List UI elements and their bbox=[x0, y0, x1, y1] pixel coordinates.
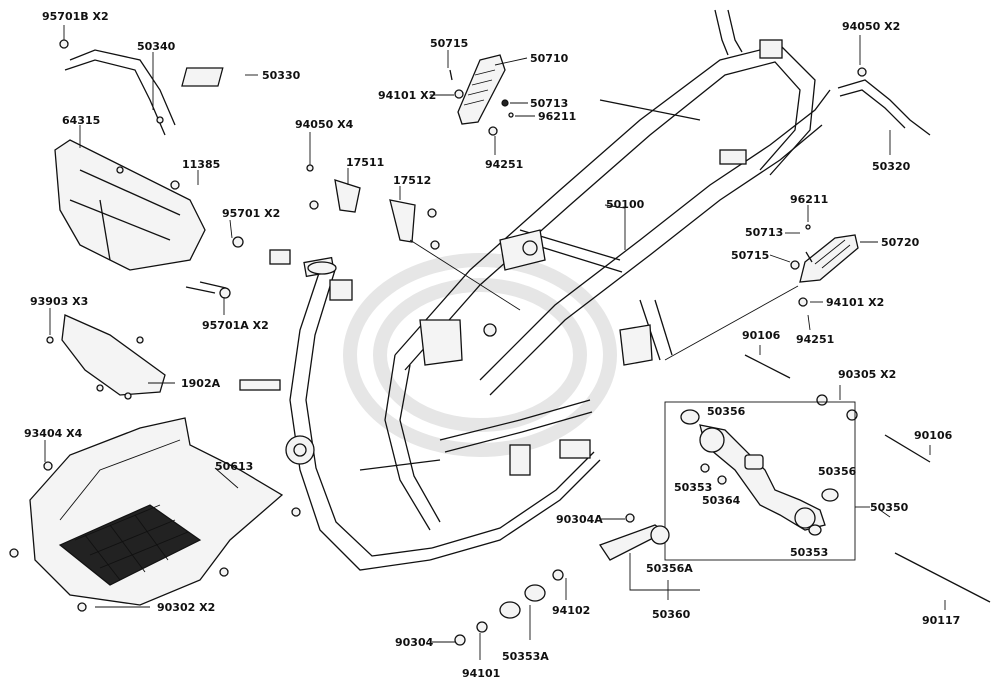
label-93903: 93903 X3 bbox=[30, 295, 88, 308]
label-50715-upper: 50715 bbox=[430, 37, 468, 50]
label-50353-bottom: 50353 bbox=[790, 546, 828, 559]
label-50713-lower: 50713 bbox=[745, 226, 783, 239]
label-11385: 11385 bbox=[182, 158, 220, 171]
label-50364: 50364 bbox=[702, 494, 741, 507]
label-95701B: 95701B X2 bbox=[42, 10, 109, 23]
label-95701A: 95701A X2 bbox=[202, 319, 269, 332]
label-1902A: 1902A bbox=[181, 377, 221, 390]
label-50356A: 50356A bbox=[646, 562, 693, 575]
label-90106-upper: 90106 bbox=[742, 329, 781, 342]
link-50360 bbox=[454, 513, 670, 646]
main-frame-50100 bbox=[239, 9, 831, 571]
label-plate-50330 bbox=[181, 67, 224, 87]
footrest-50710 bbox=[449, 54, 514, 136]
label-50613: 50613 bbox=[215, 460, 253, 473]
label-50330: 50330 bbox=[262, 69, 301, 82]
label-94050-x2: 94050 X2 bbox=[842, 20, 900, 33]
label-94102: 94102 bbox=[552, 604, 590, 617]
label-50100: 50100 bbox=[606, 198, 645, 211]
shaft-90106-upper bbox=[744, 354, 791, 379]
leader-lines bbox=[44, 25, 946, 660]
footrest-50720 bbox=[790, 224, 859, 307]
bracket-17511 bbox=[306, 164, 361, 213]
label-50360: 50360 bbox=[652, 608, 691, 621]
label-50320: 50320 bbox=[872, 160, 911, 173]
label-95701: 95701 X2 bbox=[222, 207, 280, 220]
label-94050-x4: 94050 X4 bbox=[295, 118, 354, 131]
label-90304: 90304 bbox=[395, 636, 434, 649]
shaft-90117 bbox=[894, 552, 991, 603]
label-94101-lower: 94101 X2 bbox=[826, 296, 884, 309]
bracket-64315 bbox=[54, 116, 206, 271]
label-50353-left: 50353 bbox=[674, 481, 712, 494]
floor-panel-50613 bbox=[9, 417, 301, 612]
label-90305: 90305 X2 bbox=[838, 368, 896, 381]
label-17511: 17511 bbox=[346, 156, 384, 169]
label-17512: 17512 bbox=[393, 174, 431, 187]
label-90304A: 90304A bbox=[556, 513, 603, 526]
bracket-17512 bbox=[389, 199, 440, 250]
label-90106-lower: 90106 bbox=[914, 429, 953, 442]
label-96211-lower: 96211 bbox=[790, 193, 828, 206]
label-50715-lower: 50715 bbox=[731, 249, 769, 262]
cover-1902A bbox=[46, 314, 166, 400]
label-64315: 64315 bbox=[62, 114, 100, 127]
label-90117: 90117 bbox=[922, 614, 960, 627]
link-assembly-50350 bbox=[664, 401, 856, 561]
label-94251-upper: 94251 bbox=[485, 158, 523, 171]
label-50710: 50710 bbox=[530, 52, 569, 65]
label-93404: 93404 X4 bbox=[24, 427, 83, 440]
label-50350: 50350 bbox=[870, 501, 909, 514]
label-90302: 90302 X2 bbox=[157, 601, 215, 614]
label-50713-upper: 50713 bbox=[530, 97, 568, 110]
floor-grid bbox=[58, 504, 202, 586]
label-50353A: 50353A bbox=[502, 650, 549, 663]
watermark-logo bbox=[343, 253, 617, 457]
label-50356-top: 50356 bbox=[707, 405, 746, 418]
label-94101-bottom: 94101 bbox=[462, 667, 500, 680]
bracket-50340 bbox=[59, 39, 176, 136]
label-50720: 50720 bbox=[881, 236, 920, 249]
bracket-50320 bbox=[837, 67, 931, 136]
nut-90305 bbox=[816, 394, 858, 421]
bolts-95701 bbox=[185, 236, 244, 299]
label-94101-upper: 94101 X2 bbox=[378, 89, 436, 102]
part-labels: 95701B X2 50340 50330 64315 11385 95701 … bbox=[24, 10, 960, 680]
label-50340: 50340 bbox=[137, 40, 176, 53]
label-94251-lower: 94251 bbox=[796, 333, 834, 346]
label-50356-right: 50356 bbox=[818, 465, 857, 478]
shaft-90106-lower bbox=[884, 434, 931, 463]
label-96211-upper: 96211 bbox=[538, 110, 576, 123]
